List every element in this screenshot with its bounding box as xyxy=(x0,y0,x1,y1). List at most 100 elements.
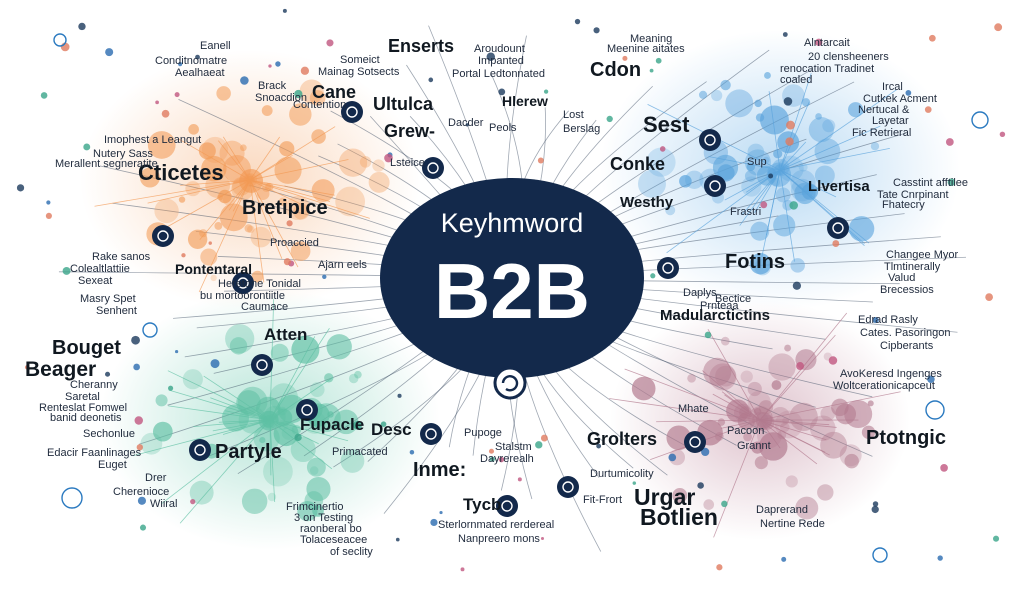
cluster-bubble xyxy=(815,138,841,164)
icon-node xyxy=(420,423,442,445)
keyword-sublabel: Colealtlattiie xyxy=(70,263,130,275)
keyword-sublabel: Cipberants xyxy=(880,340,934,352)
scatter-dot xyxy=(783,32,788,37)
scatter-dot xyxy=(190,499,195,504)
keyword-sublabel: Fhatecry xyxy=(882,199,925,211)
scatter-dot xyxy=(518,477,522,481)
keyword-label: Inme: xyxy=(413,459,466,481)
cluster-bubble xyxy=(247,225,255,233)
scatter-dot xyxy=(650,273,655,278)
scatter-dot xyxy=(175,92,180,97)
cluster-bubble xyxy=(868,400,874,406)
cluster-bubble xyxy=(268,493,277,502)
keyword-sublabel: Merallent segneratite xyxy=(55,158,158,170)
keyword-sublabel: Senhent xyxy=(96,305,137,317)
keyword-sublabel: Mhate xyxy=(678,403,709,415)
keyword-sublabel: Someict xyxy=(340,54,380,66)
scatter-dot xyxy=(240,76,249,85)
cluster-bubble xyxy=(720,80,730,90)
scatter-dot xyxy=(668,454,676,462)
keyword-sublabel: Fic Retrieral xyxy=(852,127,911,139)
keyword-sublabel: Casstint afftilee xyxy=(893,177,968,189)
scatter-dot xyxy=(541,537,544,540)
cluster-bubble xyxy=(773,149,782,158)
cluster-bubble xyxy=(242,489,267,514)
scatter-dot xyxy=(284,258,291,265)
keyword-label: Botlien xyxy=(640,504,718,530)
scatter-dot xyxy=(397,394,401,398)
cluster-bubble xyxy=(871,142,879,150)
keyword-sublabel: Peols xyxy=(489,122,517,134)
keyword-label: Atten xyxy=(264,325,307,344)
cluster-bubble xyxy=(784,345,791,352)
keyword-sublabel: Pacoon xyxy=(727,425,764,437)
cluster-bubble xyxy=(772,380,782,390)
scatter-dot xyxy=(786,121,795,130)
cluster-bubble xyxy=(790,258,805,273)
keyword-sublabel: Berslag xyxy=(563,123,600,135)
keyword-sublabel: Meenine aitates xyxy=(607,43,685,55)
icon-node xyxy=(251,354,273,376)
scatter-dot xyxy=(209,241,212,244)
scatter-dot xyxy=(937,555,942,560)
keyword-label: Beager xyxy=(25,358,96,381)
scatter-dot xyxy=(268,64,271,67)
cluster-bubble xyxy=(809,117,834,142)
scatter-dot xyxy=(656,58,662,64)
keyword-sublabel: Cheranny xyxy=(70,379,118,391)
cluster-bubble xyxy=(750,222,769,241)
scatter-dot xyxy=(175,350,178,353)
keyword-sublabel: Drer xyxy=(145,472,167,484)
scatter-dot xyxy=(832,240,839,247)
scatter-dot xyxy=(781,557,786,562)
cluster-bubble xyxy=(699,91,707,99)
keyword-sublabel: Layetar xyxy=(872,115,909,127)
ring-marker xyxy=(873,548,887,562)
keyword-sublabel: Rake sanos xyxy=(92,251,151,263)
cluster-bubble xyxy=(216,86,231,101)
keyword-label: Ptotngic xyxy=(866,427,946,449)
keyword-sublabel: Cherenioce xyxy=(113,486,169,498)
cluster-bubble xyxy=(311,129,326,144)
keyword-label: Ultulca xyxy=(373,94,434,114)
keyword-label: Westhy xyxy=(620,194,674,211)
keyword-sublabel: Stalstm xyxy=(495,441,532,453)
scatter-dot xyxy=(428,78,433,83)
scatter-dot xyxy=(322,275,326,279)
cluster-bubble xyxy=(849,216,874,241)
icon-node xyxy=(557,476,579,498)
cluster-bubble xyxy=(715,366,736,387)
cluster-bubble xyxy=(261,411,279,429)
keyword-sublabel: Lsteice xyxy=(390,157,425,169)
keyword-sublabel: Prnteaa xyxy=(700,300,739,312)
keyword-sublabel: Conditnomatre xyxy=(155,55,227,67)
scatter-dot xyxy=(796,362,804,370)
keyword-sublabel: coaled xyxy=(780,74,812,86)
scatter-dot xyxy=(829,356,838,365)
icon-node xyxy=(704,175,726,197)
keyword-sublabel: banid deonetis xyxy=(50,412,122,424)
scatter-dot xyxy=(461,567,465,571)
keyword-sublabel: Dacder xyxy=(448,117,484,129)
scatter-dot xyxy=(607,116,613,122)
scatter-dot xyxy=(1000,132,1005,137)
cluster-bubble xyxy=(310,382,325,397)
keyword-sublabel: Impanted xyxy=(478,55,524,67)
icon-node xyxy=(657,257,679,279)
scatter-dot xyxy=(41,92,48,99)
cluster-bubble xyxy=(759,400,773,414)
keyword-sublabel: Grannt xyxy=(737,440,771,452)
icon-node xyxy=(827,217,849,239)
scatter-dot xyxy=(211,359,220,368)
ring-marker xyxy=(926,401,944,419)
cluster-bubble xyxy=(360,156,371,167)
cluster-bubble xyxy=(748,382,762,396)
cluster-bubble xyxy=(223,194,235,206)
cluster-bubble xyxy=(768,353,795,380)
cluster-bubble xyxy=(741,371,753,383)
ring-marker xyxy=(54,34,66,46)
keyword-sublabel: Ircal xyxy=(882,81,903,93)
cluster-bubble xyxy=(310,466,319,475)
scatter-dot xyxy=(650,69,654,73)
cluster-bubble xyxy=(764,72,771,79)
